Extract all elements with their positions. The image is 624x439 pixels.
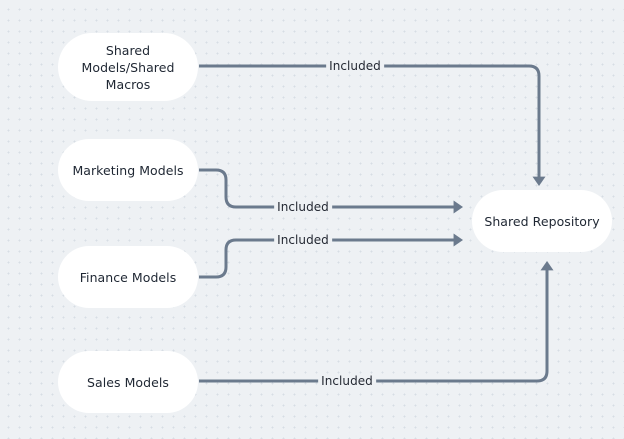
edge-arrowhead (532, 176, 546, 186)
edge-line (199, 64, 541, 177)
node-label-line: Macros (105, 76, 151, 92)
node-label-line: Shared (105, 42, 151, 58)
node-label: Shared Repository (484, 213, 600, 229)
node-label: Finance Models (79, 269, 177, 285)
edge-arrowhead (453, 200, 463, 214)
edge-label-shared-models: Included (326, 59, 384, 73)
edge-label-sales-models: Included (318, 374, 376, 388)
edge-label-finance-models: Included (274, 233, 332, 247)
node-label: Sales Models (87, 374, 169, 390)
node-shared-repository[interactable]: Shared Repository (472, 190, 612, 252)
edge-line (199, 168, 454, 209)
node-shared-models[interactable]: Shared Models/Shared Macros (58, 33, 198, 101)
edge-arrowhead (540, 261, 554, 271)
node-label: Marketing Models (72, 162, 184, 178)
node-finance-models[interactable]: Finance Models (58, 246, 198, 308)
node-label-line: Models/Shared (81, 59, 175, 75)
node-marketing-models[interactable]: Marketing Models (58, 139, 198, 201)
node-sales-models[interactable]: Sales Models (58, 351, 198, 413)
edge-label-marketing-models: Included (274, 200, 332, 214)
edge-line (199, 238, 454, 279)
edge-line (199, 270, 549, 383)
edge-arrowhead (453, 233, 463, 247)
node-label: Shared Models/Shared Macros (82, 42, 175, 93)
